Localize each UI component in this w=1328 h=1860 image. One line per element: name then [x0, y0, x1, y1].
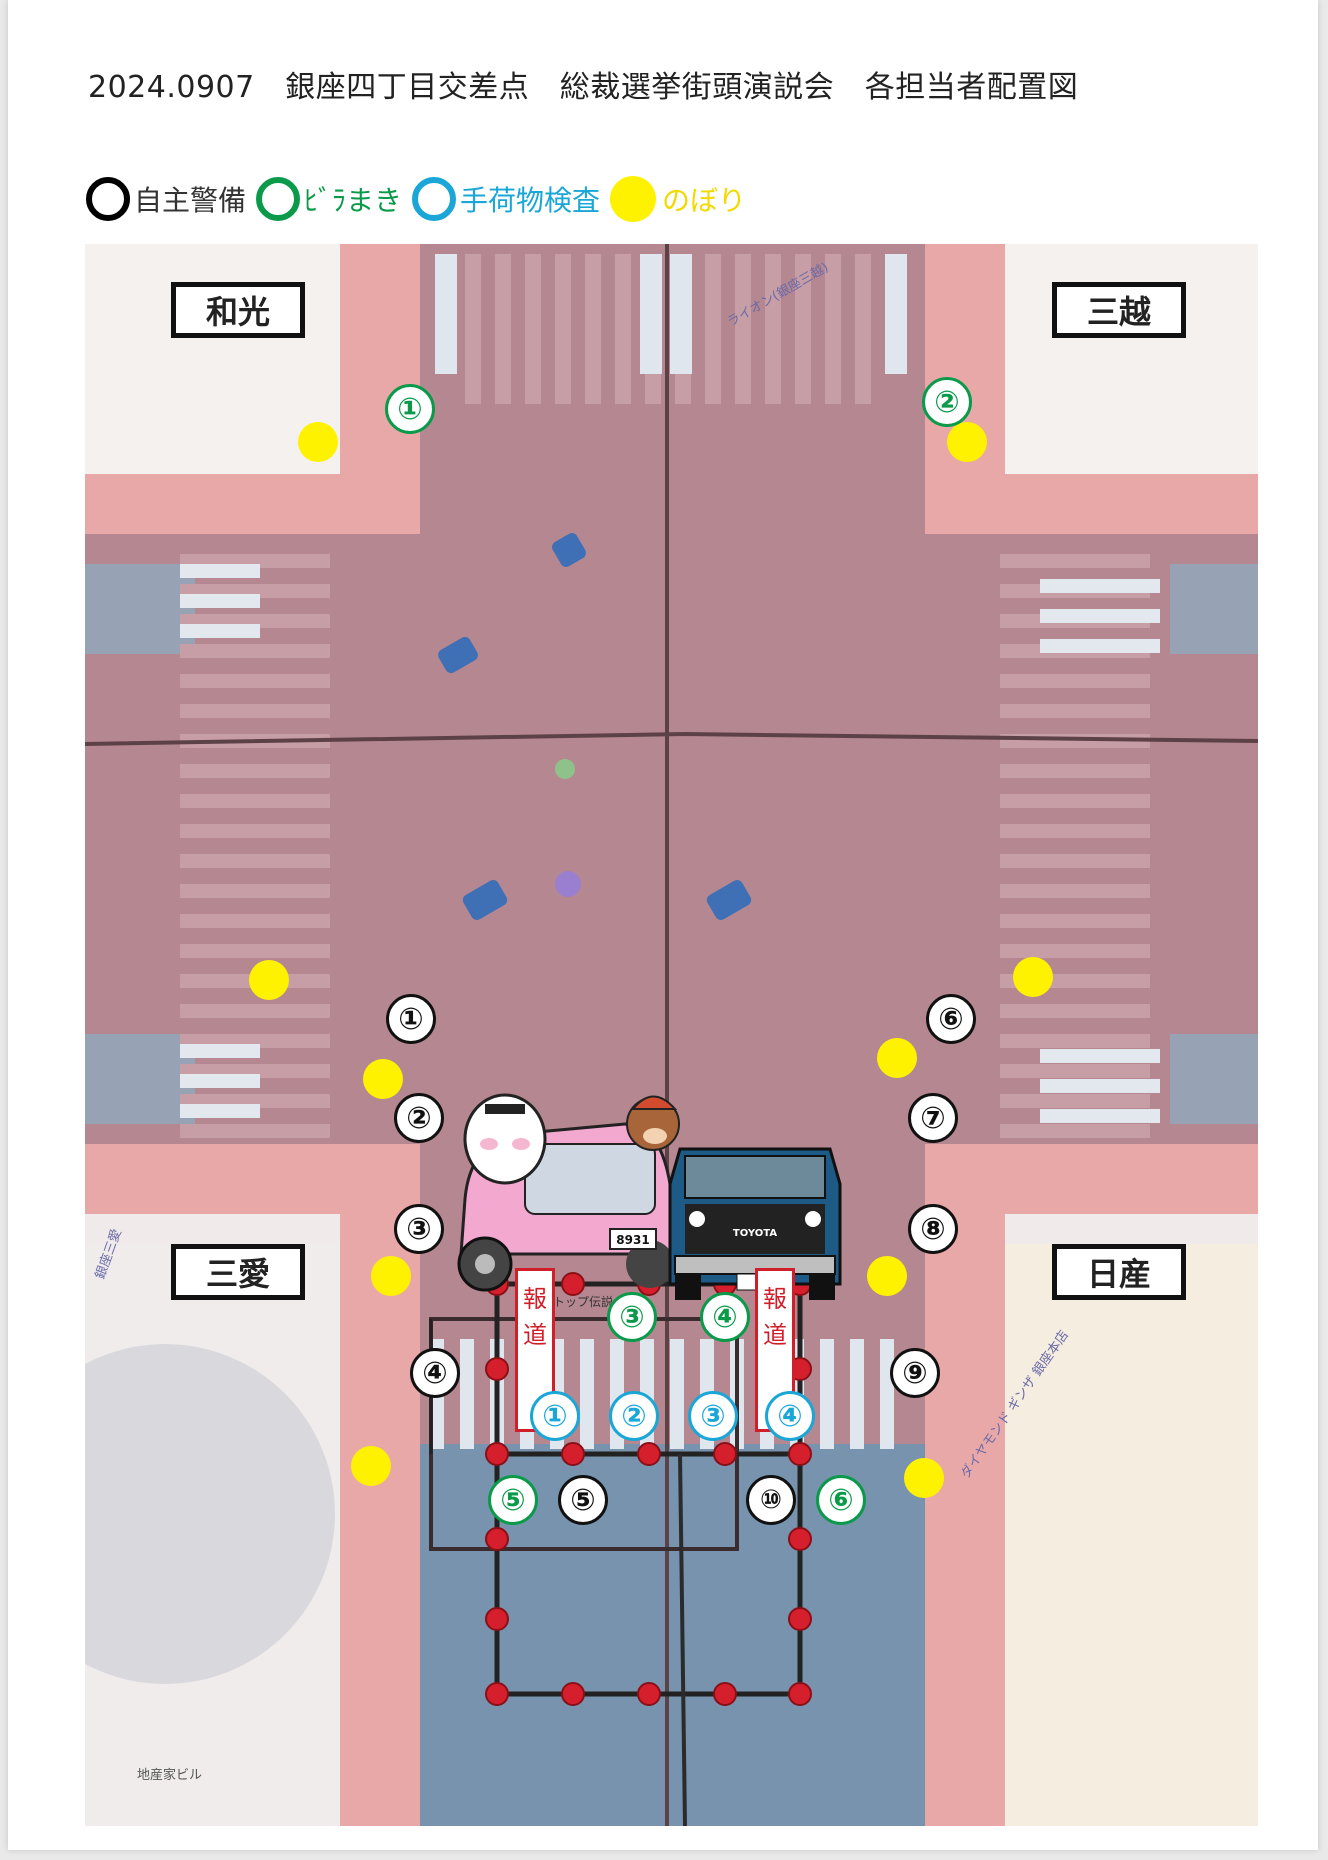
- security-marker-1: ①: [386, 994, 436, 1044]
- truck-brand: TOYOTA: [733, 1228, 777, 1239]
- press-char: 報: [523, 1285, 547, 1313]
- press-char: 道: [763, 1321, 787, 1349]
- flag-dot: [904, 1458, 944, 1498]
- map-label-bldg: 地産家ビル: [137, 1768, 203, 1783]
- baggage-marker-2: ②: [609, 1391, 659, 1441]
- security-marker-3: ③: [394, 1204, 444, 1254]
- legend-flag-label: のぼり: [662, 184, 747, 217]
- flyer-marker-2: ②: [922, 377, 972, 427]
- press-char: 道: [523, 1321, 547, 1349]
- security-marker-10: ⑩: [746, 1475, 796, 1525]
- flyer-marker-4: ④: [700, 1292, 750, 1342]
- legend-flyer-label: ﾋﾞﾗまき: [304, 184, 403, 217]
- security-marker-6: ⑥: [926, 994, 976, 1044]
- blue-ring-icon: [412, 177, 457, 221]
- document-sheet: 2024.0907 銀座四丁目交差点 総裁選挙街頭演説会 各担当者配置図 自主警…: [8, 0, 1318, 1850]
- legend-security-label: 自主警備: [134, 184, 247, 217]
- flag-dot: [371, 1256, 411, 1296]
- corner-label-nissan: 日産: [1052, 1244, 1186, 1300]
- corner-label-wako: 和光: [171, 282, 305, 338]
- security-marker-5: ⑤: [558, 1475, 608, 1525]
- security-marker-7: ⑦: [908, 1093, 958, 1143]
- flag-dot: [877, 1038, 917, 1078]
- intersection-map: 8931 タンクトップ伝説 TOYOTA: [85, 244, 1258, 1826]
- flag-dot: [867, 1256, 907, 1296]
- green-ring-icon: [256, 177, 301, 221]
- page-title: 2024.0907 銀座四丁目交差点 総裁選挙街頭演説会 各担当者配置図: [88, 70, 1079, 105]
- security-marker-8: ⑧: [908, 1204, 958, 1254]
- flag-dot: [1013, 957, 1053, 997]
- flag-dot: [363, 1059, 403, 1099]
- flyer-marker-3: ③: [607, 1292, 657, 1342]
- baggage-marker-3: ③: [688, 1391, 738, 1441]
- yellow-dot-icon: [610, 176, 657, 222]
- baggage-marker-1: ①: [530, 1391, 580, 1441]
- flag-dot: [947, 422, 987, 462]
- legend-baggage-label: 手荷物検査: [460, 184, 601, 217]
- flyer-marker-1: ①: [385, 384, 435, 434]
- flyer-marker-5: ⑤: [488, 1475, 538, 1525]
- legend-baggage: 手荷物検査: [412, 177, 600, 221]
- corner-label-sanai: 三愛: [171, 1244, 305, 1300]
- baggage-marker-4: ④: [765, 1391, 815, 1441]
- legend-flyer: ﾋﾞﾗまき: [256, 177, 402, 221]
- flyer-marker-6: ⑥: [816, 1475, 866, 1525]
- security-marker-2: ②: [394, 1093, 444, 1143]
- legend-security: 自主警備: [86, 177, 246, 221]
- bear-character-icon: [626, 1095, 680, 1151]
- corner-label-mitsukoshi: 三越: [1052, 282, 1186, 338]
- flag-dot: [298, 422, 338, 462]
- legend: 自主警備 ﾋﾞﾗまき 手荷物検査 のぼり: [86, 172, 756, 226]
- vehicles: 8931 タンクトップ伝説 TOYOTA: [457, 1093, 842, 1309]
- black-ring-icon: [86, 177, 130, 221]
- press-char: 報: [763, 1285, 787, 1313]
- map-background: [85, 244, 1258, 1826]
- flag-dot: [351, 1446, 391, 1486]
- pink-car-plate: 8931: [616, 1233, 649, 1247]
- legend-flag: のぼり: [610, 176, 746, 222]
- security-marker-9: ⑨: [890, 1348, 940, 1398]
- flag-dot: [249, 960, 289, 1000]
- security-marker-4: ④: [410, 1348, 460, 1398]
- toyota-truck-icon: TOYOTA: [668, 1147, 842, 1300]
